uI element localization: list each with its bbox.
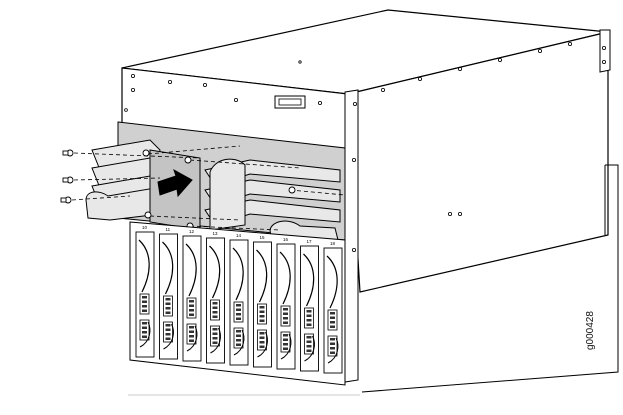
slot-label: 10 bbox=[142, 225, 148, 230]
line-card bbox=[229, 239, 249, 366]
line-cards bbox=[135, 231, 343, 374]
slot-label: 17 bbox=[307, 239, 313, 244]
chassis-side-lower bbox=[361, 164, 619, 393]
slot-label: 11 bbox=[166, 227, 171, 232]
slot-label: 15 bbox=[260, 235, 266, 240]
line-card bbox=[159, 233, 178, 360]
line-card bbox=[300, 245, 319, 372]
line-card bbox=[206, 237, 225, 364]
mounting-screws bbox=[60, 145, 346, 241]
slot-label: 14 bbox=[236, 233, 242, 238]
top-rail bbox=[599, 29, 611, 73]
line-card bbox=[323, 247, 343, 374]
slot-label: 16 bbox=[283, 237, 289, 242]
line-card bbox=[135, 231, 155, 358]
slot-labels: 10 11 12 13 14 15 16 17 18 bbox=[142, 225, 336, 246]
slot-label: 18 bbox=[330, 241, 336, 246]
line-card bbox=[253, 241, 272, 368]
rivets bbox=[124, 42, 607, 252]
front-rail bbox=[344, 89, 359, 383]
line-card bbox=[276, 243, 296, 370]
slot-label: 12 bbox=[189, 229, 195, 234]
figure-id-label: g000428 bbox=[585, 311, 596, 350]
insert-direction-arrow bbox=[157, 168, 193, 198]
line-card bbox=[182, 235, 202, 362]
slot-label: 13 bbox=[213, 231, 219, 236]
